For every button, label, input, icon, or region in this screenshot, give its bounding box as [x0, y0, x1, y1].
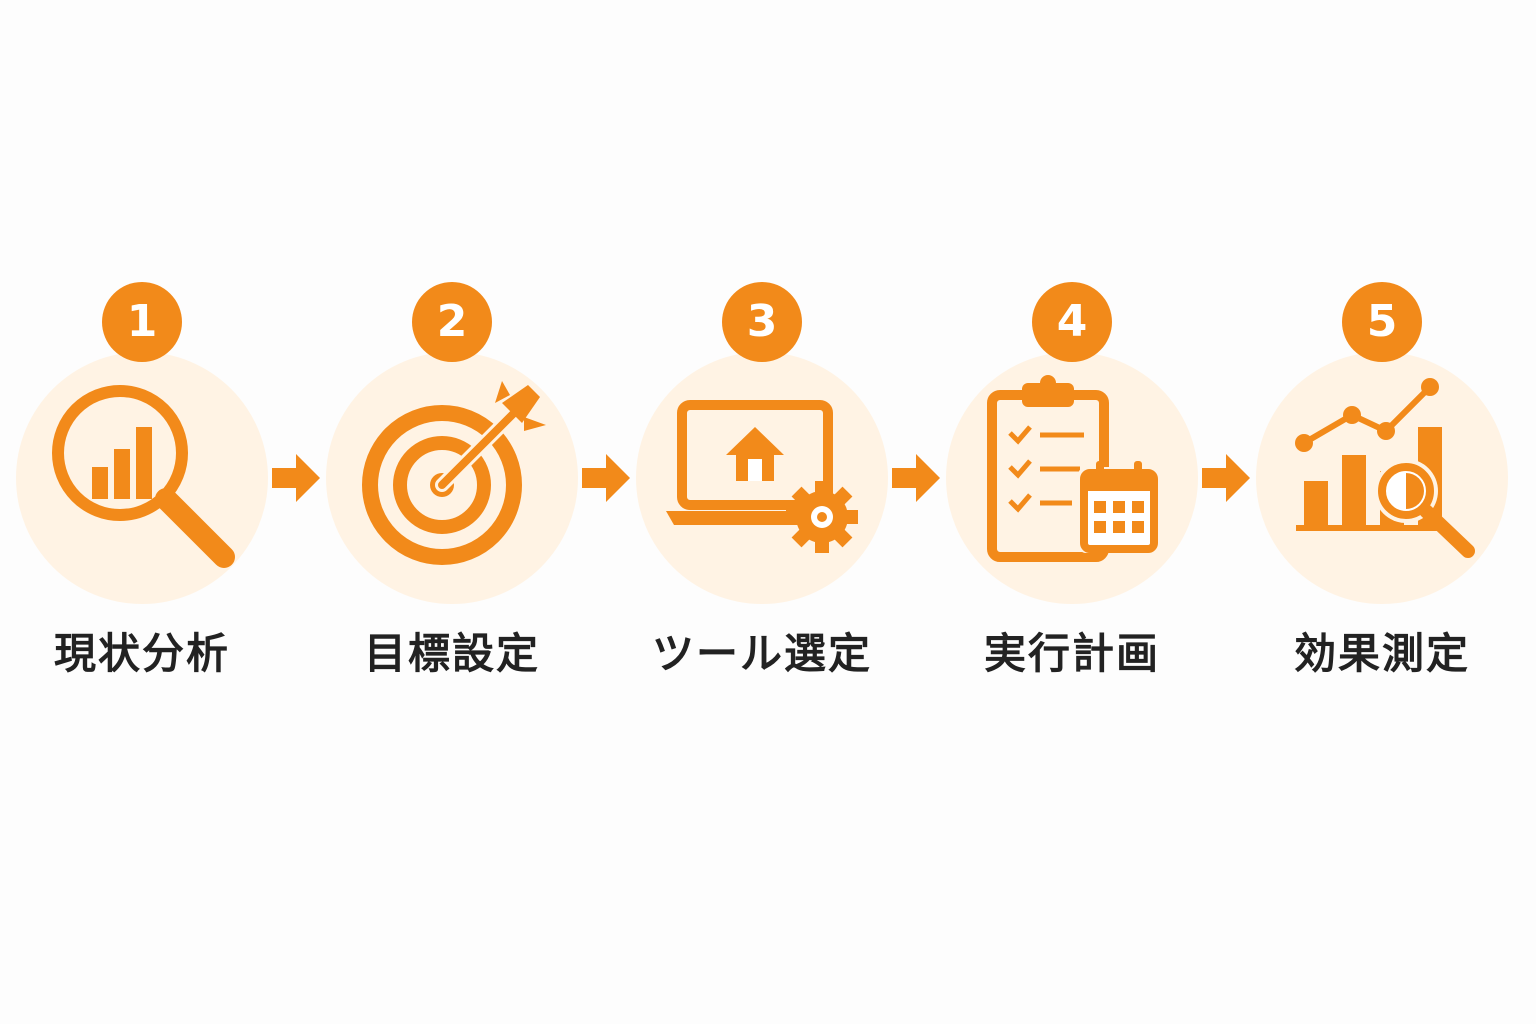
step-label: 現状分析	[53, 629, 230, 678]
arrow-right-icon	[582, 452, 630, 504]
step-number-badge: 3	[722, 282, 802, 362]
arrow-right-icon	[272, 452, 320, 504]
step-4: 4	[942, 280, 1202, 700]
step-label: 実行計画	[983, 629, 1160, 678]
arrow-right-icon	[1202, 452, 1250, 504]
step-label: 目標設定	[363, 629, 540, 678]
step-label: ツール選定	[651, 629, 872, 678]
magnifier-bar-chart-icon	[42, 375, 242, 575]
step-number-badge: 5	[1342, 282, 1422, 362]
chart-magnifier-icon	[1282, 375, 1482, 575]
step-number-badge: 1	[102, 282, 182, 362]
arrow-right-icon	[892, 452, 940, 504]
laptop-gear-icon	[662, 375, 862, 575]
step-number-badge: 4	[1032, 282, 1112, 362]
step-number-badge: 2	[412, 282, 492, 362]
step-1: 1 現状分析	[12, 280, 272, 700]
target-arrow-icon	[352, 375, 552, 575]
step-3: 3	[632, 280, 892, 700]
step-2: 2 目標設定	[322, 280, 582, 700]
clipboard-calendar-icon	[972, 375, 1172, 575]
step-5: 5 効果測定	[1252, 280, 1512, 700]
step-label: 効果測定	[1293, 629, 1470, 678]
